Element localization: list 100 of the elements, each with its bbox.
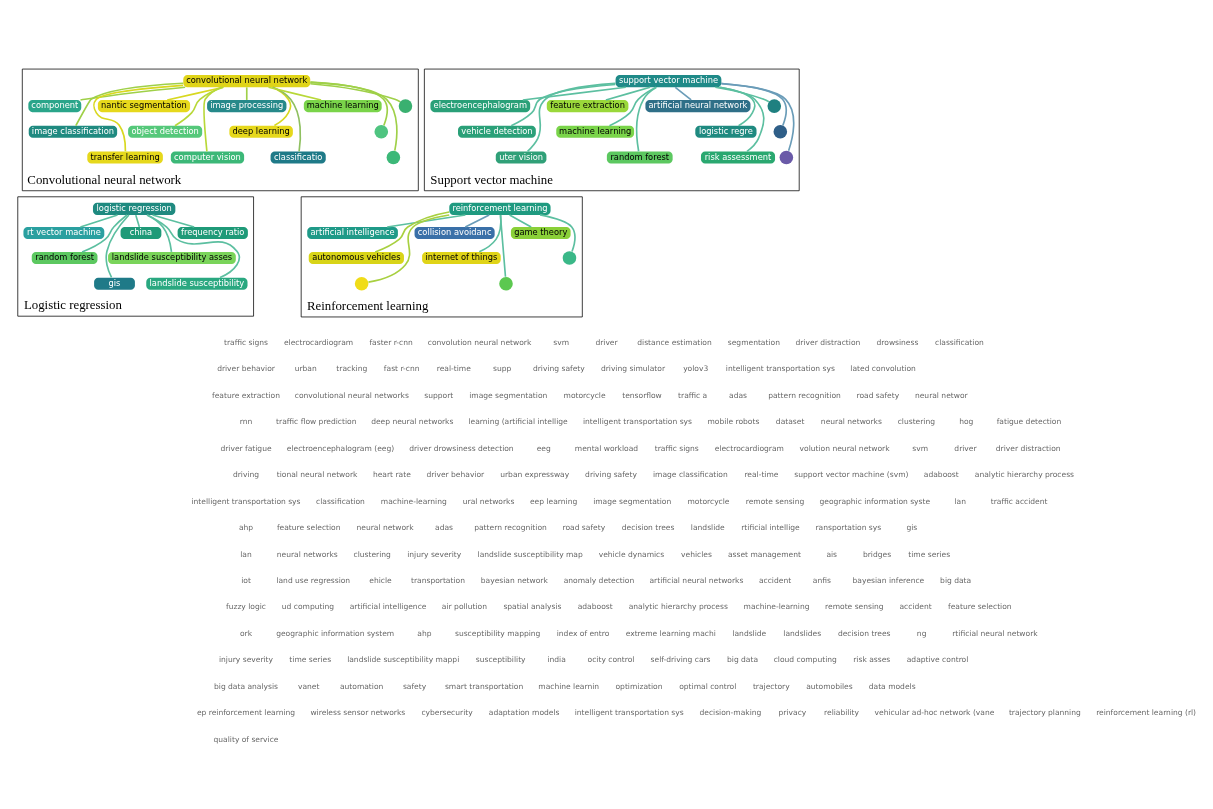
connector xyxy=(272,85,302,152)
label: fast r-cnn xyxy=(383,363,420,373)
node-box: image processing xyxy=(207,99,287,112)
label: asset management xyxy=(727,549,801,559)
node-box: vehicle detection xyxy=(458,125,536,138)
label: rtificial intellige xyxy=(741,522,800,532)
label: time series xyxy=(908,549,951,559)
node-box: reinforcement learning xyxy=(449,202,551,215)
label: motorcycle xyxy=(563,390,606,400)
label: fatigue detection xyxy=(996,416,1062,426)
node-box: classificatio xyxy=(270,150,326,164)
connector xyxy=(151,213,195,228)
label: iot xyxy=(241,575,251,585)
label: real-time xyxy=(436,363,471,373)
connector xyxy=(674,86,692,101)
label: adas xyxy=(435,522,454,532)
label: cloud computing xyxy=(773,654,837,664)
label: trajectory xyxy=(752,681,790,691)
label: traffic a xyxy=(678,390,708,400)
label: lated convolution xyxy=(850,363,916,373)
node-box: component xyxy=(28,99,82,112)
label: vehicles xyxy=(681,549,712,559)
connector xyxy=(539,213,576,252)
label: pattern recognition xyxy=(474,522,547,532)
label: convolutional neural networks xyxy=(294,390,409,400)
label: image segmentation xyxy=(469,390,548,400)
connector xyxy=(720,82,787,126)
label: spatial analysis xyxy=(503,601,562,611)
label: intelligent transportation sys xyxy=(574,707,684,717)
node-circle xyxy=(398,98,413,113)
label: traffic flow prediction xyxy=(276,416,357,426)
node-box: artificial intelligence xyxy=(307,226,398,239)
label: driver behavior xyxy=(426,469,485,479)
node-box: uter vision xyxy=(495,150,547,164)
label: supp xyxy=(493,363,512,373)
label: svm xyxy=(912,443,929,453)
label: eep learning xyxy=(529,496,578,506)
label: traffic signs xyxy=(654,443,699,453)
connector xyxy=(92,84,184,152)
connector xyxy=(718,85,765,152)
label: ahp xyxy=(417,628,432,638)
label: decision-making xyxy=(699,707,762,717)
connector xyxy=(510,83,617,126)
label: anfis xyxy=(812,575,831,585)
label: optimal control xyxy=(679,681,737,691)
node-circle xyxy=(562,250,577,265)
label: landslide susceptibility map xyxy=(477,549,583,559)
connector xyxy=(309,80,388,126)
connector xyxy=(267,85,322,101)
node-box: image classification xyxy=(28,125,118,138)
label: gis xyxy=(906,522,918,532)
label: motorcycle xyxy=(687,496,730,506)
label: big data xyxy=(727,654,759,664)
connector xyxy=(608,85,657,126)
label: reinforcement learning (rl) xyxy=(1096,707,1197,717)
label: road safety xyxy=(856,390,900,400)
label: geographic information system xyxy=(276,628,395,638)
node-box: random forest xyxy=(31,251,98,264)
label: real-time xyxy=(744,469,779,479)
node-circle xyxy=(499,276,513,290)
label: adaptation models xyxy=(488,707,560,717)
connector xyxy=(464,213,490,228)
node-box: internet of things xyxy=(422,251,501,264)
node-circle xyxy=(354,276,369,290)
label: anomaly detection xyxy=(563,575,635,585)
label: driving simulator xyxy=(600,363,665,373)
node-circle xyxy=(773,124,788,139)
label: land use regression xyxy=(276,575,351,585)
node-box: feature extraction xyxy=(546,99,629,112)
label: intelligent transportation sys xyxy=(191,496,301,506)
label: clustering xyxy=(353,549,391,559)
connector xyxy=(309,81,398,151)
node-box: logistic regression xyxy=(92,202,176,215)
label: time series xyxy=(289,654,332,664)
label: fuzzy logic xyxy=(226,601,266,611)
connector xyxy=(105,213,130,278)
label: ud computing xyxy=(281,601,335,611)
node-circle xyxy=(767,98,782,113)
label: machine-learning xyxy=(380,496,447,506)
node-box: autonomous vehicles xyxy=(308,251,404,264)
node-circle xyxy=(374,124,389,139)
label: eeg xyxy=(536,443,551,453)
label: ep reinforcement learning xyxy=(196,707,296,717)
label: feature selection xyxy=(276,522,341,532)
connector xyxy=(720,82,795,152)
label: adaboost xyxy=(923,469,959,479)
label: tracking xyxy=(336,363,368,373)
label: remote sensing xyxy=(825,601,884,611)
label: analytic hierarchy process xyxy=(628,601,728,611)
label: cybersecurity xyxy=(421,707,473,717)
label: rnn xyxy=(239,416,253,426)
label: drowsiness xyxy=(876,337,919,347)
label: injury severity xyxy=(218,654,274,664)
label: hog xyxy=(959,416,974,426)
label: convolution neural network xyxy=(427,337,532,347)
label: driving safety xyxy=(585,469,637,479)
label: extreme learning machi xyxy=(625,628,716,638)
label: big data analysis xyxy=(213,681,279,691)
label: pattern recognition xyxy=(768,390,841,400)
label: landslides xyxy=(783,628,822,638)
